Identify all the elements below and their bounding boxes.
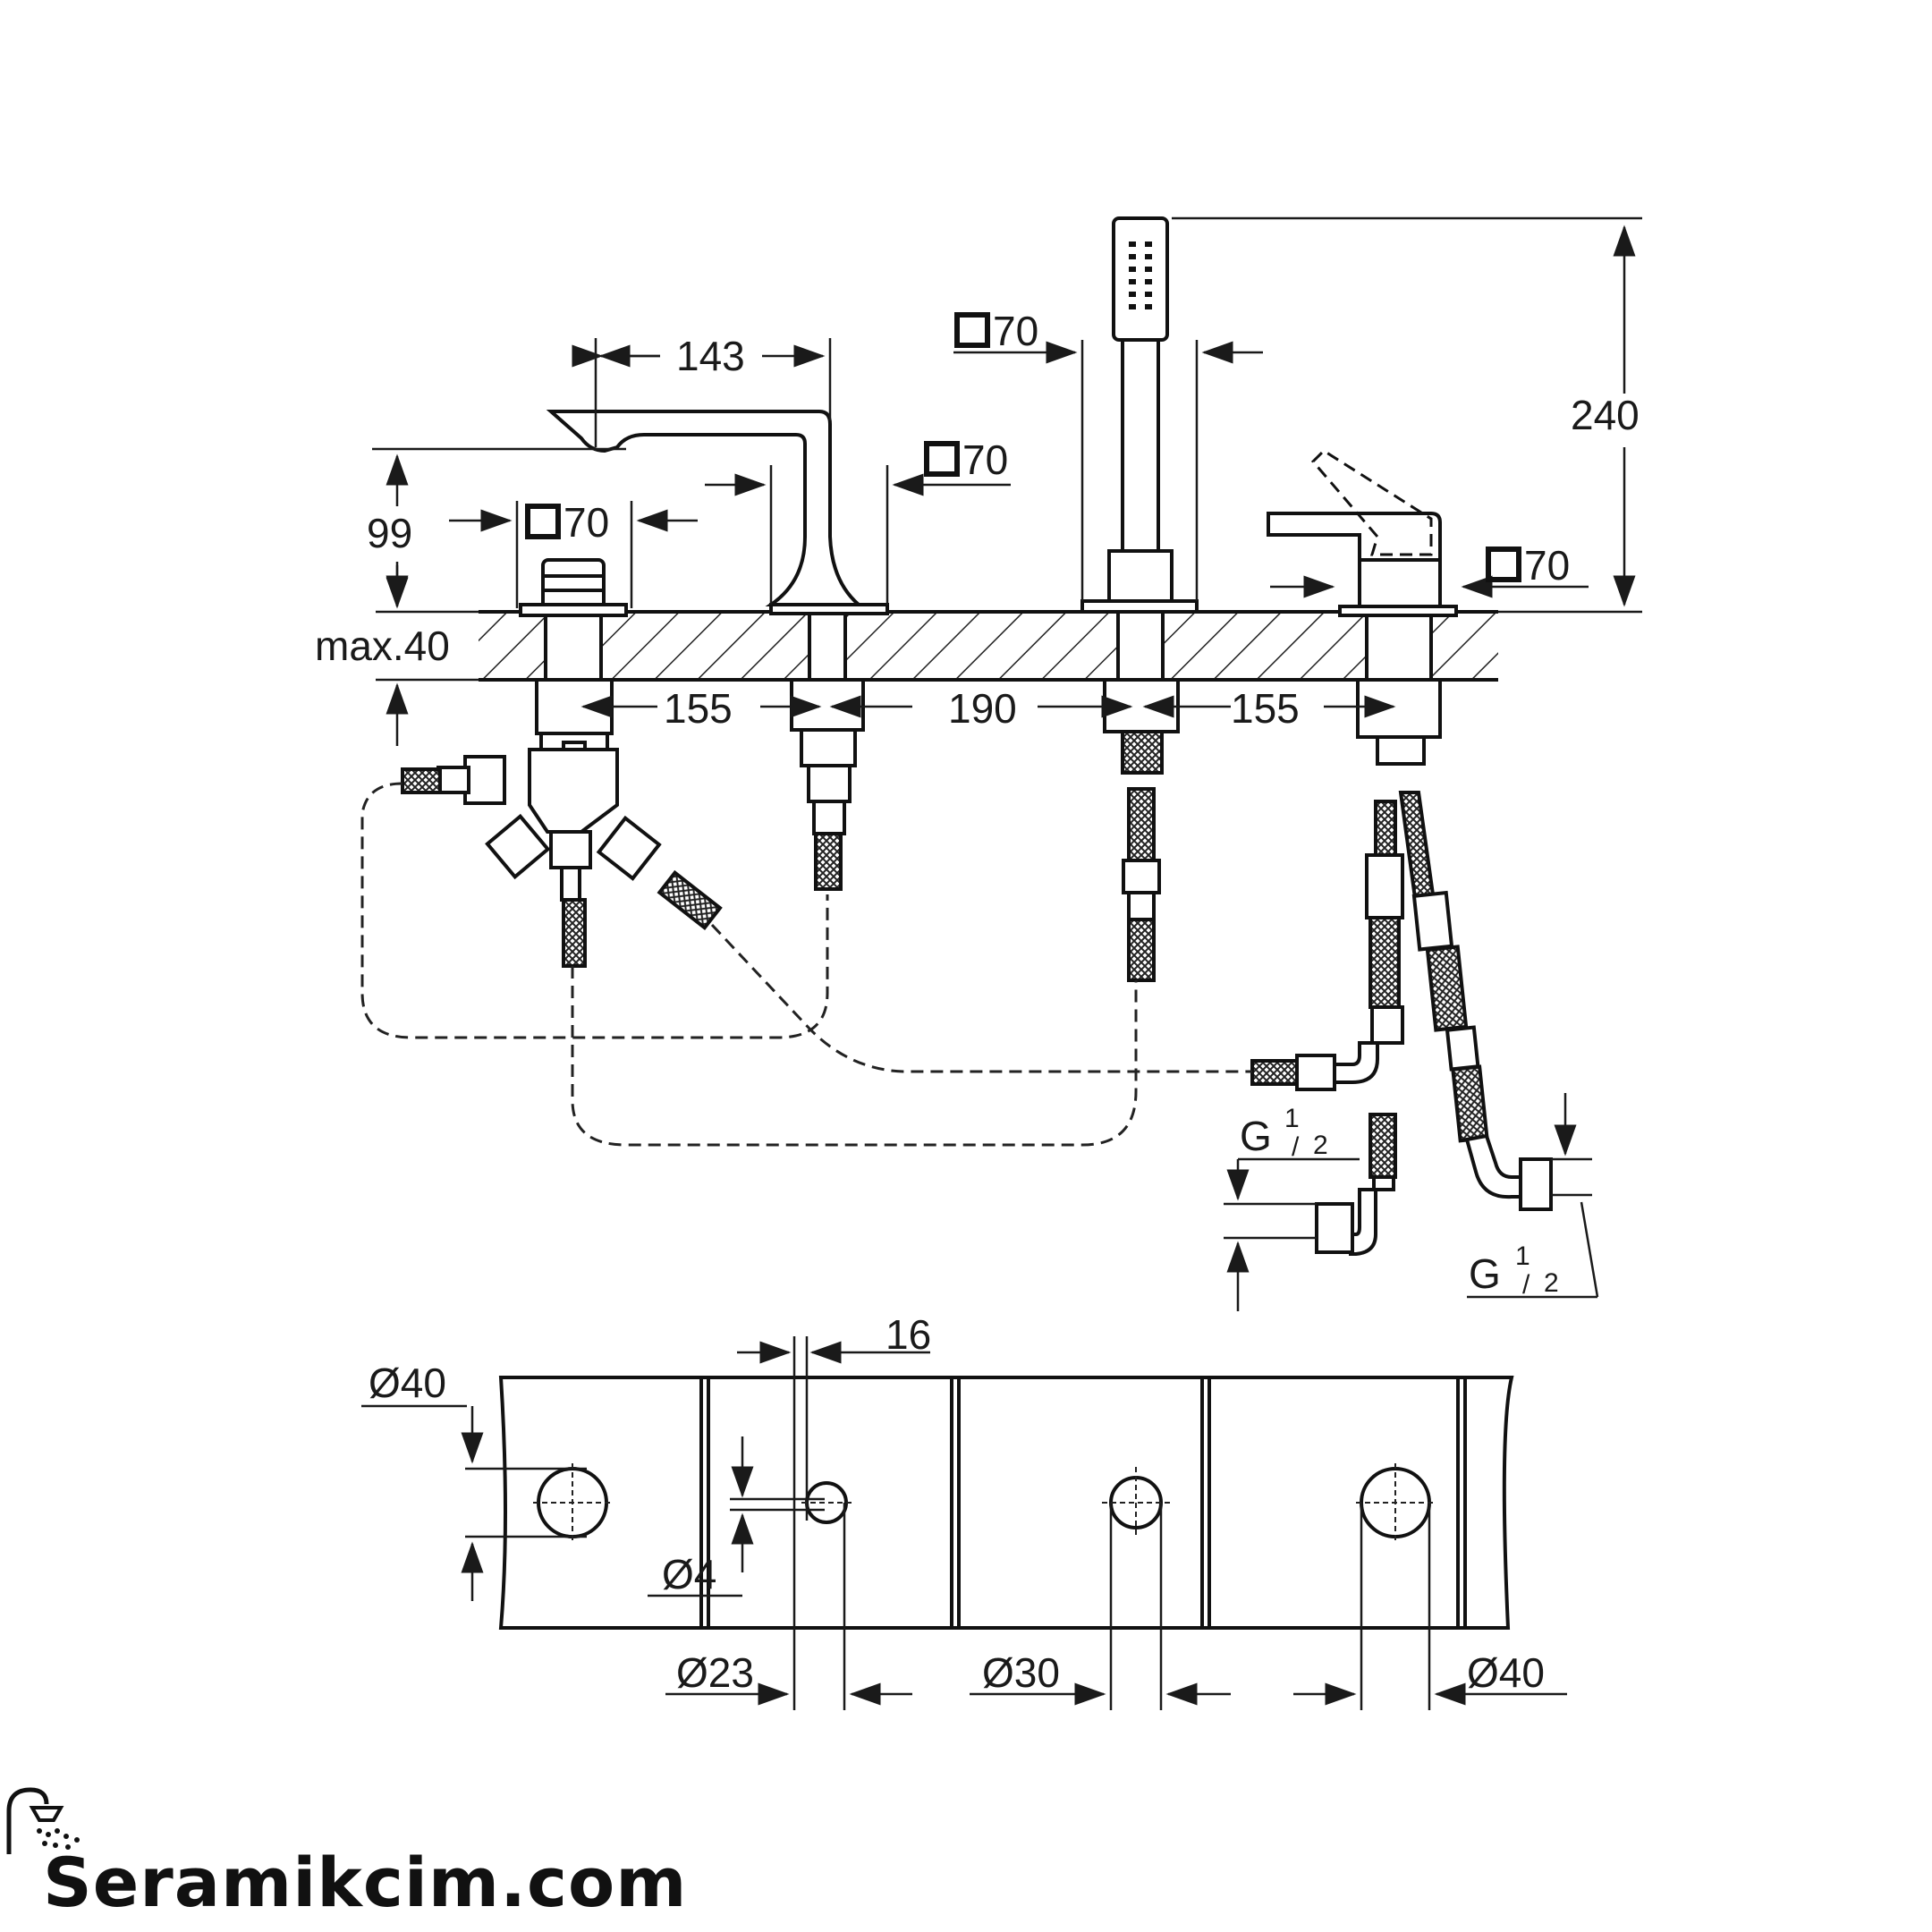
dim-spout-reach: 143: [676, 333, 745, 379]
dim-spout-height: 99: [367, 510, 412, 556]
shower-icon: [6, 1787, 80, 1854]
dim-square-spout: 70: [962, 436, 1008, 483]
dim-hole-pitch: 16: [886, 1311, 931, 1358]
valve-connector-block: [401, 748, 723, 968]
dim-hole-shower: Ø30: [982, 1649, 1060, 1696]
dim-square-mixer: 70: [1524, 542, 1570, 589]
dim-square-valve: 70: [564, 499, 609, 546]
lever-mixer: [1267, 512, 1458, 766]
shower-nozzles: [1129, 242, 1152, 309]
dim-hole-small: Ø4: [662, 1551, 716, 1597]
dim-deck-thickness: max.40: [315, 623, 450, 669]
square-symbols: [525, 312, 1521, 582]
dim-height-total: 240: [1571, 392, 1640, 438]
lever-mixer-open-position: [1310, 449, 1433, 556]
mounting-holes: [537, 1467, 1431, 1538]
svg-text:1: 1: [1284, 1104, 1300, 1133]
dim-square-shower: 70: [993, 308, 1038, 354]
thread-label-left: G 1 / 2: [1240, 1104, 1328, 1162]
svg-text:G: G: [1469, 1250, 1501, 1297]
connection-routing: [360, 782, 1252, 1147]
center-marks: [533, 1463, 1435, 1542]
svg-text:/: /: [1292, 1132, 1300, 1162]
dimension-lines: [372, 216, 1642, 1311]
dim-hole-valve: Ø40: [369, 1360, 446, 1406]
svg-text:2: 2: [1544, 1268, 1559, 1298]
thread-label-right: G 1 / 2: [1469, 1241, 1559, 1300]
brand-name: Seramikcim.com: [43, 1843, 688, 1922]
svg-text:2: 2: [1313, 1131, 1328, 1160]
dim-spacing-1: 155: [664, 685, 733, 732]
dim-hole-mixer: Ø40: [1467, 1649, 1545, 1696]
svg-text:/: /: [1522, 1270, 1530, 1300]
deck-section: [479, 610, 1498, 682]
svg-text:1: 1: [1515, 1241, 1530, 1271]
svg-text:G: G: [1240, 1113, 1272, 1159]
mixer-hoses: [1250, 791, 1553, 1256]
top-view-dimension-lines: [361, 1336, 1567, 1710]
hand-shower: [1080, 216, 1199, 982]
dim-spacing-2: 190: [948, 685, 1017, 732]
dim-spacing-3: 155: [1231, 685, 1300, 732]
dim-hole-spout: Ø23: [676, 1649, 754, 1696]
